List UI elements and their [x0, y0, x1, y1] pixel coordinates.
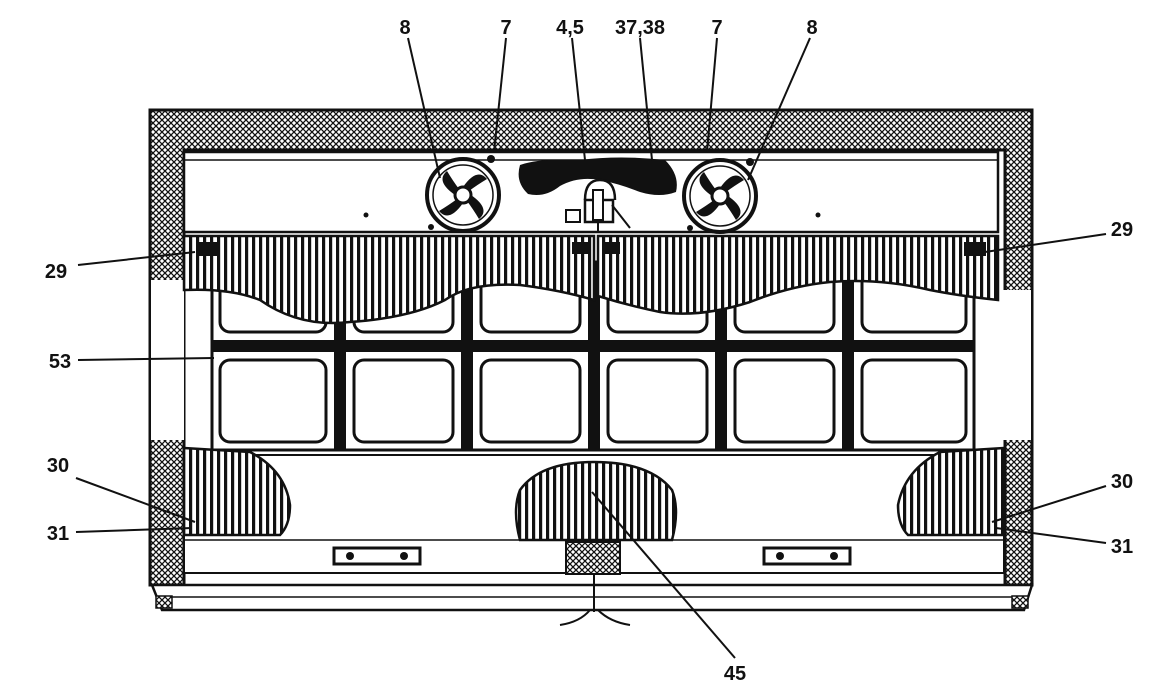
left-fan-icon: [425, 155, 501, 233]
lower-curtains: [182, 446, 1006, 575]
label-53: 53: [49, 351, 71, 373]
leader-lines: [75, 37, 1107, 659]
upper-curtains: [182, 234, 1000, 325]
control-unit: [518, 157, 677, 232]
label-31-right: 31: [1111, 536, 1133, 558]
pan-grid: [210, 260, 976, 452]
label-31-left: 31: [47, 523, 69, 545]
label-7-right: 7: [711, 17, 722, 39]
base-plate: [150, 574, 1034, 626]
label-8-right: 8: [806, 17, 817, 39]
label-30-right: 30: [1111, 471, 1133, 493]
label-7-left: 7: [500, 17, 511, 39]
label-8-left: 8: [399, 17, 410, 39]
label-30-left: 30: [47, 455, 69, 477]
label-45: 45: [724, 663, 746, 685]
right-fan-icon: [682, 158, 758, 234]
label-29-left: 29: [45, 261, 67, 283]
label-4-5: 4,5: [556, 17, 584, 39]
label-29-right: 29: [1111, 219, 1133, 241]
right-handle: [762, 546, 852, 566]
label-37-38: 37,38: [615, 17, 665, 39]
left-handle: [332, 546, 422, 566]
